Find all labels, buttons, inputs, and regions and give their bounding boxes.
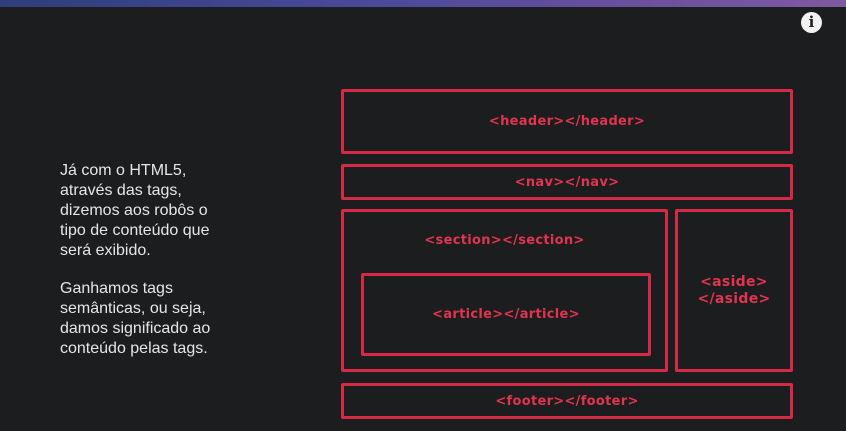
paragraph-semantic-tags: Ganhamos tags semânticas, ou seja, damos… (60, 280, 211, 357)
footer-box: <footer></footer> (341, 383, 793, 419)
section-tag-label: <section></section> (424, 233, 585, 248)
header-tag-label: <header></header> (488, 114, 646, 129)
info-icon[interactable]: i (801, 12, 822, 33)
nav-tag-label: <nav></nav> (514, 174, 620, 190)
progress-bar (0, 0, 846, 7)
footer-tag-label: <footer></footer> (495, 393, 639, 409)
aside-tag-label: <aside> </aside> (697, 273, 771, 307)
nav-box: <nav></nav> (341, 164, 793, 200)
paragraph-html5: Já com o HTML5, através das tags, dizemo… (60, 162, 210, 259)
article-box: <article></article> (361, 273, 651, 356)
header-box: <header></header> (341, 89, 793, 154)
article-tag-label: <article></article> (432, 307, 580, 322)
section-box: <section></section> <article></article> (341, 209, 668, 372)
aside-box: <aside> </aside> (675, 209, 793, 372)
